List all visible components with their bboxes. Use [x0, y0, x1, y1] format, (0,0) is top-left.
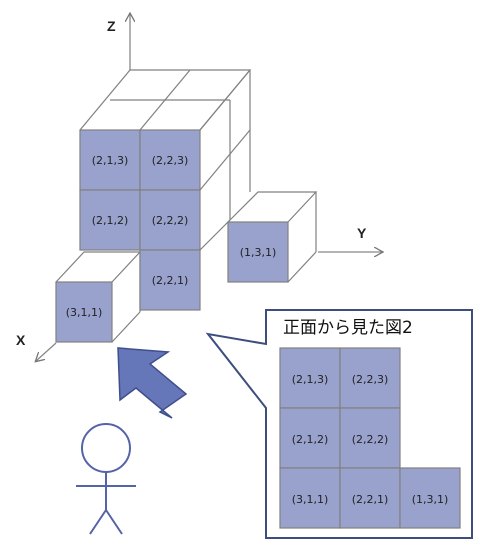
cube-face: [55, 281, 113, 343]
y-axis-label: Y: [357, 225, 367, 241]
grid-cell: [339, 407, 401, 469]
callout-title: 正面から見た図2: [283, 318, 413, 338]
cube-labels: (2,1,3) (2,2,3) (2,1,2) (2,2,2) (2,2,1) (3,1,…: [66, 154, 277, 319]
front-view-callout: 正面から見た図2 (2,1,3) (2,2,3) (2,1,2) (2,2,2) (3,…: [205, 309, 473, 539]
cube-face: [139, 189, 201, 251]
cube-label: (2,1,3): [92, 154, 129, 167]
grid-cell: [399, 467, 461, 529]
cube-front-faces: [55, 129, 289, 343]
cube-label: (3,1,1): [66, 306, 103, 319]
cube-label: (2,2,2): [152, 214, 189, 227]
cube-label: (2,2,3): [152, 154, 189, 167]
z-axis-label: Z: [107, 18, 116, 34]
grid-cell-label: (2,2,1): [352, 493, 389, 506]
grid-cell-label: (1,3,1): [412, 493, 449, 506]
cube-face: [227, 221, 289, 283]
grid-cell: [279, 407, 341, 469]
cube-label: (1,3,1): [240, 246, 277, 259]
x-axis-label: X: [16, 332, 26, 348]
grid-cell-label: (2,2,2): [352, 433, 389, 446]
grid-cell-label: (2,2,3): [352, 373, 389, 386]
cube-face: [139, 129, 201, 191]
grid-cell: [279, 467, 341, 529]
view-arrow: [117, 347, 188, 419]
viewer-person-icon: [76, 423, 136, 535]
x-axis: [36, 342, 57, 361]
cube-label: (2,1,2): [92, 214, 129, 227]
axes: Z Y X: [16, 14, 382, 361]
cube-label: (2,2,1): [152, 274, 189, 287]
cube-face: [139, 249, 201, 311]
grid-cell-label: (2,1,2): [292, 433, 329, 446]
grid-cell-label: (2,1,3): [292, 373, 329, 386]
view-arrow-shape: [117, 347, 188, 419]
grid-cell-label: (3,1,1): [292, 493, 329, 506]
front-view-grid: (2,1,3) (2,2,3) (2,1,2) (2,2,2) (3,1,1) (2,2,…: [279, 347, 461, 529]
grid-cell: [339, 347, 401, 409]
